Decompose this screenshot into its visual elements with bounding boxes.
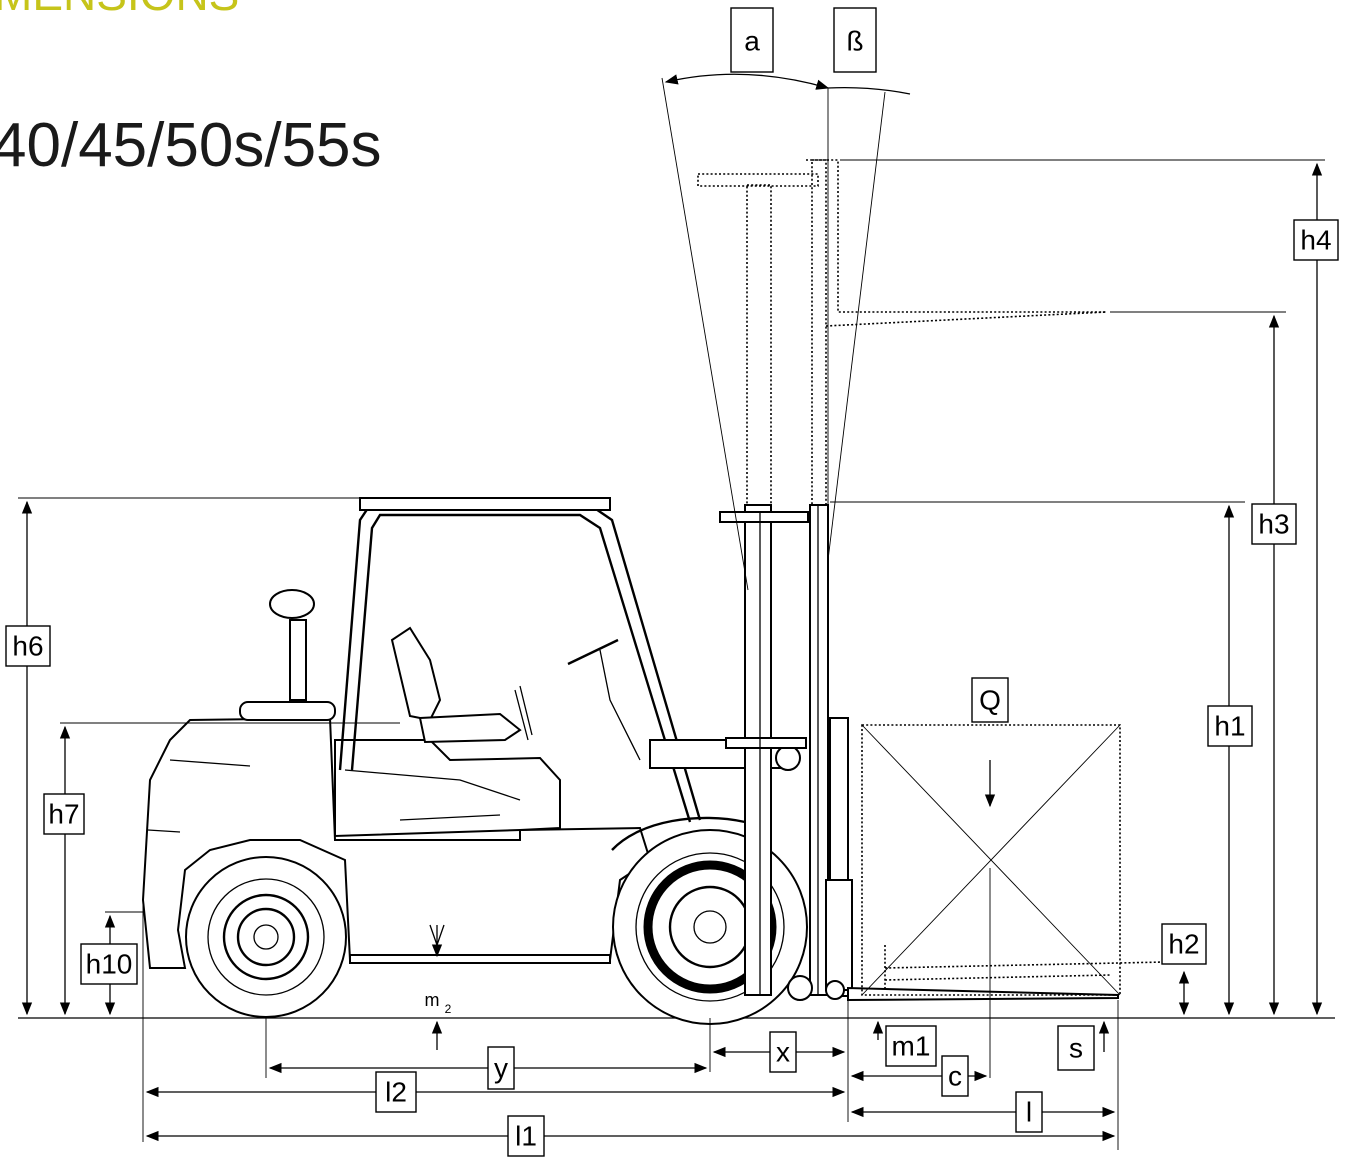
dim-label-s: s: [1057, 1025, 1095, 1071]
svg-text:l: l: [1026, 1097, 1032, 1128]
dim-label-h1: h1: [1207, 705, 1253, 747]
svg-text:h4: h4: [1300, 225, 1331, 256]
svg-text:c: c: [948, 1061, 962, 1092]
carriage-forks: [787, 717, 1119, 1002]
svg-text:h7: h7: [48, 799, 79, 830]
dim-label-h2: h2: [1161, 923, 1207, 965]
dim-label-h4: h4: [1293, 219, 1339, 261]
svg-text:l1: l1: [515, 1121, 537, 1152]
svg-text:h6: h6: [12, 631, 43, 662]
load: [861, 724, 1166, 1078]
mast: [697, 159, 1107, 996]
dim-label-l1: l1: [507, 1115, 545, 1157]
operator-seat: [390, 626, 442, 722]
dim-label-h10: h10: [80, 943, 138, 985]
dim-label-l2: l2: [375, 1071, 417, 1113]
svg-text:h3: h3: [1258, 509, 1289, 540]
svg-text:ß: ß: [846, 26, 863, 57]
rear-wheel: [185, 856, 347, 1018]
dim-label-c: c: [941, 1055, 969, 1097]
svg-text:2: 2: [445, 1002, 452, 1016]
dim-label-l: l: [1015, 1091, 1043, 1133]
svg-text:l2: l2: [385, 1077, 407, 1108]
dim-label-a: a: [730, 7, 774, 73]
air-intake-cap: [269, 589, 315, 619]
svg-text:m1: m1: [892, 1031, 931, 1062]
dim-label-m2: m 2: [425, 990, 452, 1016]
tilt-angle-lines: [661, 73, 911, 591]
svg-text:a: a: [744, 26, 760, 57]
dim-label-Q: Q: [971, 677, 1009, 723]
front-wheel: [612, 829, 808, 1025]
svg-text:Q: Q: [979, 685, 1001, 716]
overhead-guard-top: [359, 497, 611, 511]
svg-text:h10: h10: [86, 949, 133, 980]
air-intake-pipe: [289, 619, 307, 701]
dim-label-y: y: [487, 1046, 515, 1090]
svg-text:h1: h1: [1214, 711, 1245, 742]
dim-label-h3: h3: [1251, 503, 1297, 545]
dim-label-beta: ß: [833, 7, 877, 73]
forklift-body: [141, 497, 801, 969]
svg-text:x: x: [776, 1037, 790, 1068]
dim-label-m1: m1: [885, 1025, 937, 1067]
dim-label-h7: h7: [43, 793, 85, 835]
dim-label-x: x: [769, 1031, 797, 1073]
svg-text:m: m: [425, 990, 440, 1010]
dim-label-h6: h6: [5, 625, 51, 667]
model-title: 40/45/50s/55s: [0, 111, 382, 180]
svg-text:y: y: [494, 1053, 508, 1084]
section-title: MENSIONS: [0, 0, 239, 20]
svg-text:h2: h2: [1168, 929, 1199, 960]
svg-text:s: s: [1069, 1033, 1083, 1064]
